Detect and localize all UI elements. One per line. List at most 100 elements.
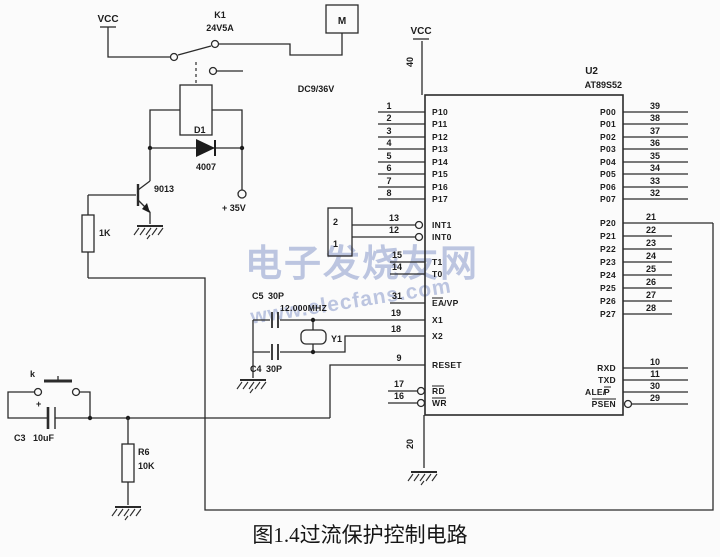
p0-label-2: P02 (600, 132, 616, 142)
coil-supply-terminal (237, 189, 247, 199)
p2-pin-1: 22 (646, 225, 656, 235)
ea-label: EA (432, 298, 444, 308)
chip-part-label: AT89S52 (585, 80, 622, 90)
int0-label: INT0 (432, 232, 452, 242)
connector-pin-bottom: 1 (333, 239, 338, 249)
p2-label-3: P23 (600, 257, 616, 267)
p0-pin-4: 35 (650, 151, 660, 161)
rd-bubble (416, 386, 426, 396)
motor-label: M (338, 16, 346, 27)
p1-label-1: P11 (432, 119, 448, 129)
ale-label: ALE/ (585, 387, 606, 397)
watermark-brand: 电子发烧友网 (245, 243, 479, 284)
reset-resistor-name: R6 (138, 447, 150, 457)
crystal (300, 329, 327, 345)
p2-pin-0: 21 (646, 212, 656, 222)
relay-rating-label: 24V5A (206, 23, 234, 33)
p2-label-4: P24 (600, 270, 616, 280)
p1-label-3: P13 (432, 144, 448, 154)
p1-pin-0: 1 (386, 101, 391, 111)
p1-pin-1: 2 (386, 113, 391, 123)
p1-pin-6: 7 (386, 176, 391, 186)
p0-pin-2: 37 (650, 126, 660, 136)
connector-pin-top: 2 (333, 217, 338, 227)
reset-label: RESET (432, 360, 462, 370)
osc-cap-bottom-name: C4 (250, 364, 262, 374)
ground-symbol (111, 506, 142, 521)
p0-label-0: P00 (600, 107, 616, 117)
x1-pin: 19 (391, 308, 401, 318)
p1-label-2: P12 (432, 132, 448, 142)
p1-label-5: P15 (432, 169, 448, 179)
t0-label: T0 (432, 269, 443, 279)
contact-terminal (169, 52, 179, 62)
motor-box (325, 4, 359, 34)
figure-caption: 图1.4过流保护控制电路 (252, 523, 467, 547)
int0-pin: 12 (389, 225, 399, 235)
crystal-circuit: C5 30P 12.000MHZ Y1 C4 30P (236, 291, 425, 394)
reset-pin: 9 (396, 353, 401, 363)
p0-pin-1: 38 (650, 113, 660, 123)
psen-pin: 29 (650, 393, 660, 403)
transistor-emitter-arrow (142, 203, 150, 213)
coil-supply-label: + 35V (222, 203, 246, 213)
p2-label-1: P21 (600, 231, 616, 241)
x1-label: X1 (432, 315, 443, 325)
p2-label-0: P20 (600, 218, 616, 228)
ale-pin: 30 (650, 381, 660, 391)
p0-pin-6: 33 (650, 176, 660, 186)
mcu-chip: U2 AT89S52 VCC 40 20 1 2 3 4 5 6 7 8 P10… (378, 26, 713, 486)
p0-pin-0: 39 (650, 101, 660, 111)
cap-name-label: C3 (14, 433, 26, 443)
ground-symbol (236, 379, 267, 394)
p2-pin-3: 24 (646, 251, 656, 261)
t0-pin: 14 (392, 262, 402, 272)
int1-label: INT1 (432, 220, 452, 230)
p0-label-1: P01 (600, 119, 616, 129)
port0-pins: 39 38 37 36 35 34 33 32 P00 P01 P02 P03 … (600, 101, 688, 204)
motor-supply-label: DC9/36V (298, 84, 335, 94)
p1-pin-4: 5 (386, 151, 391, 161)
button-label: k (30, 369, 36, 379)
p2-pin-6: 27 (646, 290, 656, 300)
osc-cap-top-name: C5 (252, 291, 264, 301)
chip-vcc-label: VCC (410, 26, 431, 37)
transistor-label: 9013 (154, 184, 174, 194)
int-connector: 2 1 (327, 207, 424, 257)
t1-label: T1 (432, 257, 443, 267)
p2-label-6: P26 (600, 296, 616, 306)
port1-pins: 1 2 3 4 5 6 7 8 P10 P11 P12 P13 P14 P15 … (378, 101, 448, 204)
p2-pin-2: 23 (646, 238, 656, 248)
p0-label-4: P04 (600, 157, 616, 167)
wr-pin: 16 (394, 391, 404, 401)
contact-terminal (210, 39, 220, 49)
p1-pin-2: 3 (386, 126, 391, 136)
base-resistor-label: 1K (99, 228, 111, 238)
rxd-pin: 10 (650, 357, 660, 367)
button-terminal (33, 387, 43, 397)
p1-label-6: P16 (432, 182, 448, 192)
txd-label: TXD (598, 375, 616, 385)
osc-cap-top-value: 30P (268, 291, 284, 301)
chip-ref-label: U2 (585, 66, 598, 77)
p2-label-5: P25 (600, 283, 616, 293)
port2-pins: 21 22 23 24 25 26 27 28 P20 P21 P22 P23 … (600, 212, 713, 319)
ea-pin: 31 (392, 291, 402, 301)
ground-symbol (133, 225, 164, 240)
diode-name-label: D1 (194, 125, 206, 135)
p1-pin-5: 6 (386, 163, 391, 173)
connector-box (327, 207, 353, 257)
psen-bubble (623, 399, 633, 409)
p1-pin-3: 4 (386, 138, 391, 148)
ale-p-label: P (604, 387, 610, 397)
rd-label: RD (432, 386, 445, 396)
diode-symbol (196, 139, 215, 157)
p0-pin-5: 34 (650, 163, 660, 173)
contact-terminal (208, 66, 218, 76)
int1-pin: 13 (389, 213, 399, 223)
vcc-top-label: VCC (97, 14, 118, 25)
p1-label-7: P17 (432, 194, 448, 204)
crystal-name-label: Y1 (331, 334, 342, 344)
